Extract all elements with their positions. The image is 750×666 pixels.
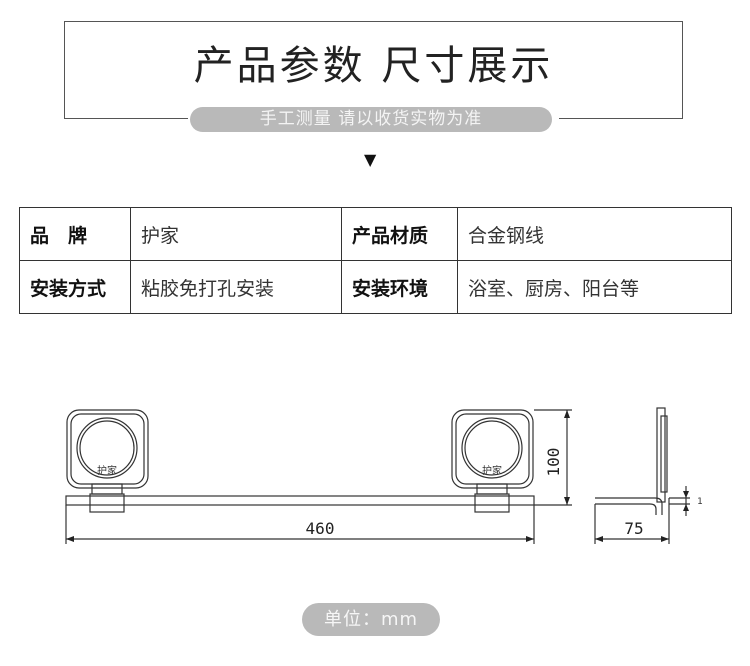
env-label: 安装环境 [341,260,458,314]
unit-pill: 单位：mm [302,603,440,636]
height-dim-label: 100 [544,448,563,477]
brand-value: 护家 [130,207,342,261]
subtitle-pill: 手工测量 请以收货实物为准 [190,107,552,132]
title-frame-bottom-left [64,118,188,119]
dimension-drawing: 护家 护家 460 100 75 1 [65,407,703,544]
towel-bar [65,495,535,506]
install-label: 安装方式 [19,260,131,314]
spec-row: 安装方式 粘胶免打孔安装 安装环境 浴室、厨房、阳台等 [19,260,732,314]
right-logo-text: 护家 [482,464,502,477]
left-logo-text: 护家 [97,464,117,477]
title-frame: 产品参数 尺寸展示 [64,21,683,119]
side-view [594,407,690,544]
depth-dim-label: 75 [624,519,643,538]
length-dim-label: 460 [306,519,335,538]
page-title: 产品参数 尺寸展示 [193,43,554,89]
right-mount [451,409,534,513]
install-value: 粘胶免打孔安装 [130,260,342,314]
thickness-dim-label: 1 [697,497,703,507]
brand-label: 品 牌 [19,207,131,261]
spec-table: 品 牌 护家 产品材质 合金钢线 安装方式 粘胶免打孔安装 安装环境 浴室、厨房… [19,207,732,314]
left-mount [66,409,149,513]
down-triangle-icon: ▼ [364,150,377,169]
spec-row: 品 牌 护家 产品材质 合金钢线 [19,207,732,261]
title-frame-bottom-right [559,118,683,119]
env-value: 浴室、厨房、阳台等 [457,260,732,314]
material-value: 合金钢线 [457,207,732,261]
material-label: 产品材质 [341,207,458,261]
